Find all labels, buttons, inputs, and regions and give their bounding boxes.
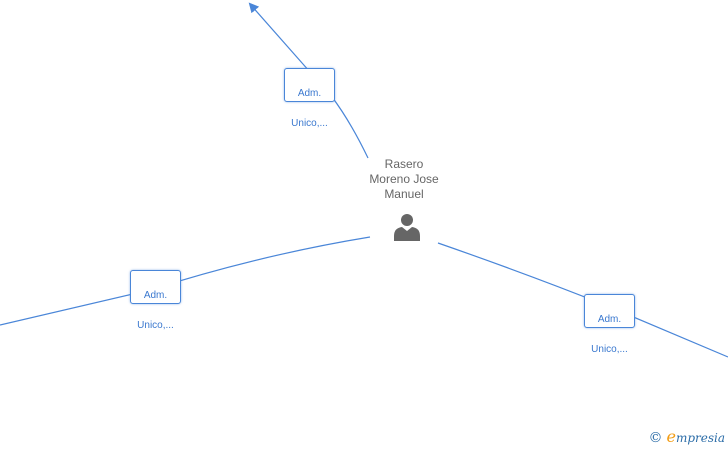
person-name[interactable]: Rasero Moreno Jose Manuel [354,157,454,202]
role-box-left[interactable]: Adm. Unico,... [130,270,181,331]
role-label-line1: Adm. [597,314,622,325]
brand-name: mpresia [675,431,725,445]
person-name-line: Manuel [384,187,424,201]
role-label-line2: Unico,... [591,344,628,355]
person-name-line: Rasero [384,157,424,171]
role-box-right[interactable]: Adm. Unico,... [584,294,635,355]
person-name-line: Moreno Jose [369,172,439,186]
empresia-watermark: ©empresia [648,427,725,446]
role-label-line1: Adm. [297,88,322,99]
role-label-line2: Unico,... [291,118,328,129]
role-box-top[interactable]: Adm. Unico,... [284,68,335,129]
brand-initial: e [666,427,676,446]
copyright-icon: © [648,430,663,446]
edge-left [0,236,371,326]
role-label-line1: Adm. [143,290,168,301]
edge-right [437,242,728,358]
person-icon[interactable] [392,212,422,242]
role-label-line2: Unico,... [137,320,174,331]
